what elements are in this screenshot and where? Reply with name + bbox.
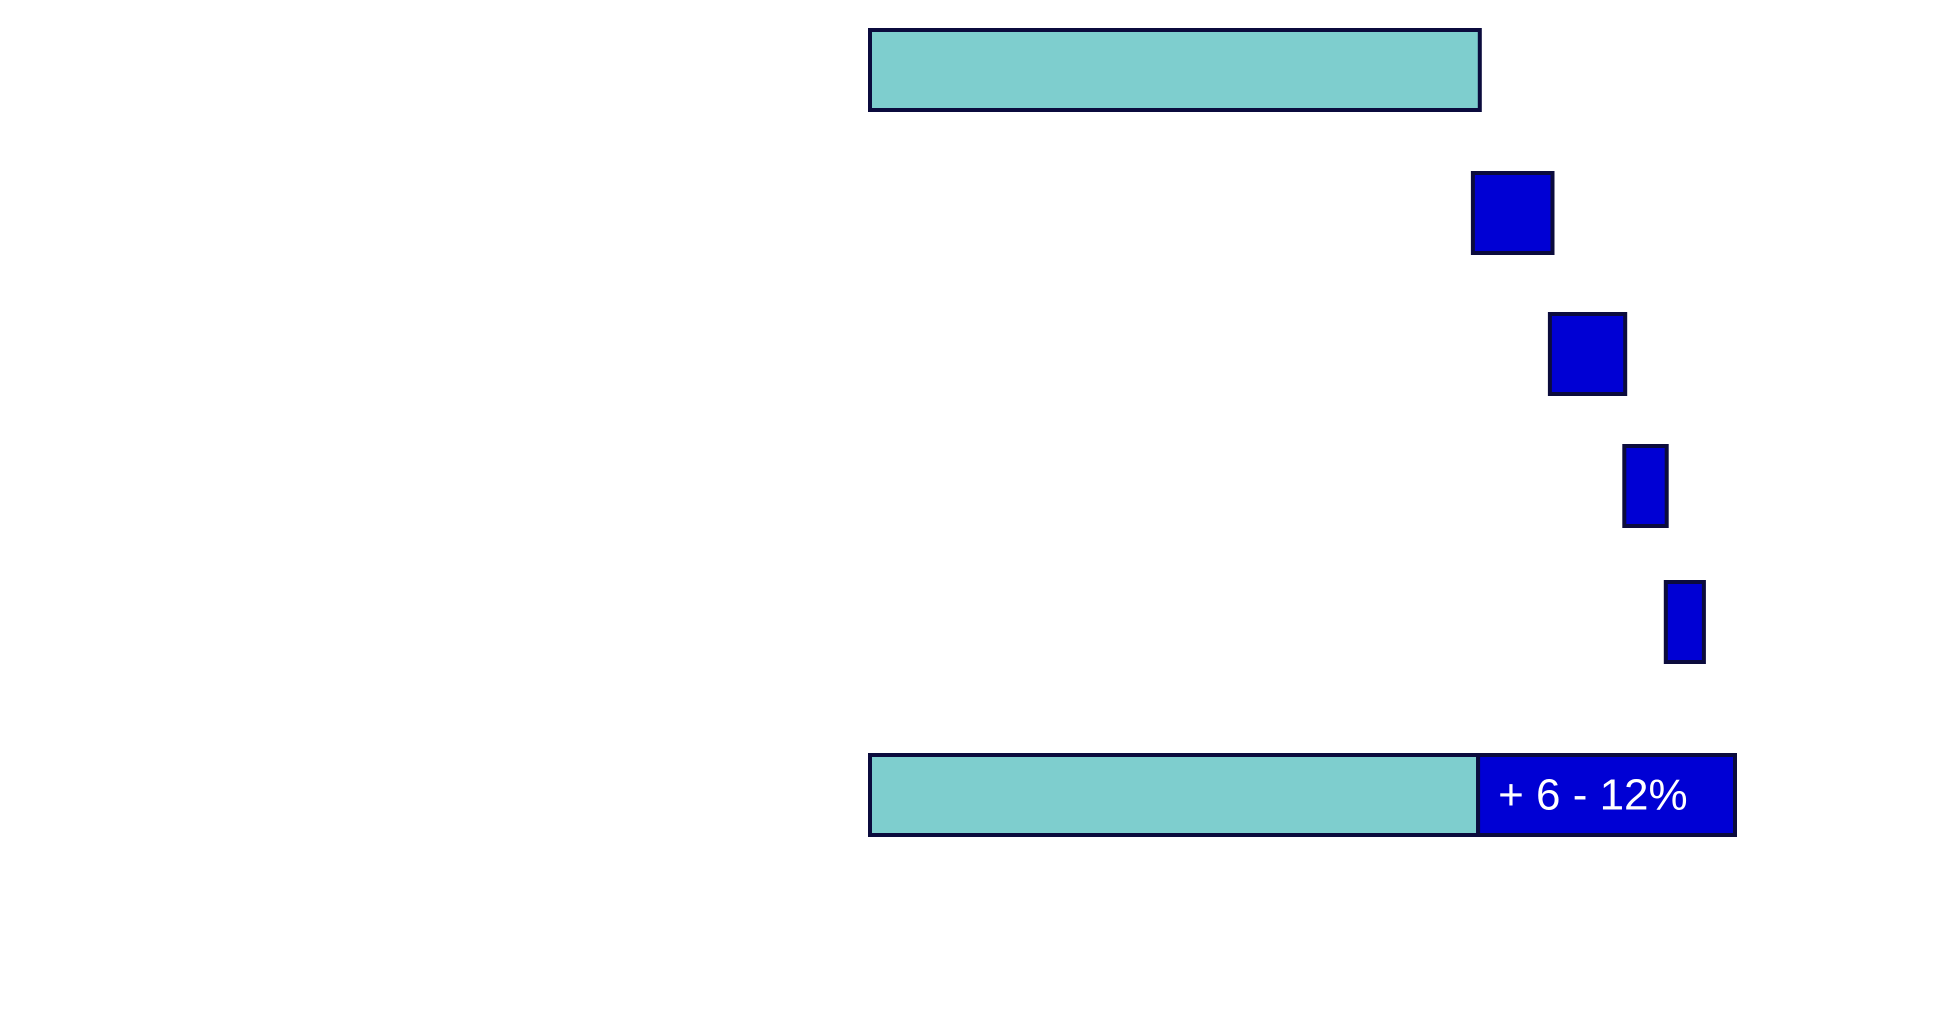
start-bar xyxy=(868,28,1482,112)
total-bar-increase-segment xyxy=(1476,753,1737,837)
total-bar-base-segment xyxy=(868,753,1481,837)
step-bar-1 xyxy=(1470,171,1555,255)
step-bar-4 xyxy=(1663,580,1706,664)
step-bar-2 xyxy=(1547,312,1628,396)
step-bar-3 xyxy=(1622,444,1669,528)
total-bar-data-label: + 6 - 12% xyxy=(1498,771,1688,820)
